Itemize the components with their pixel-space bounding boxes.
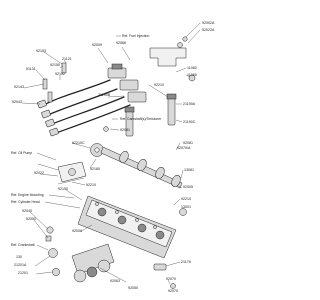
grommet [188, 74, 196, 82]
label-11065: 11065 [187, 73, 197, 77]
label-21178: 21178 [181, 260, 191, 264]
label-92152: 92152 [55, 72, 65, 76]
label-92002a: 92002A [202, 21, 215, 25]
label-92150: 92150 [50, 63, 60, 67]
label-92210c: 92210C [72, 141, 85, 145]
label-92009: 92009 [92, 43, 102, 47]
label-92081b: 92081 [183, 141, 193, 145]
reference-labels: Ref. Fuel Injection Ref. Camshaft(s)/Ten… [11, 34, 162, 251]
label-92081: 92081 [120, 128, 130, 132]
label-13001: 13001 [181, 205, 191, 209]
label-92040: 92040 [22, 209, 32, 213]
plug-wire-4 [55, 104, 131, 134]
bolt-left-top [61, 62, 67, 74]
crankshaft-assembly [71, 243, 115, 283]
plug-wire-3 [51, 96, 125, 125]
pickup-coil-cover [57, 161, 87, 185]
bolt-left-low [47, 91, 53, 103]
label-92210d: 92210 [86, 183, 96, 187]
sensor-assembly-left [45, 226, 60, 276]
label-13081: 13081 [184, 168, 194, 172]
plug-wire-1 [43, 79, 111, 106]
part-labels: 92002A 92022A 92009 92066 92153 21121 51… [12, 21, 215, 293]
ref-cylinder-head: Ref. Cylinder Head [11, 200, 40, 204]
label-92066: 92066 [116, 41, 126, 45]
plug-cap-4 [49, 127, 59, 137]
label-130: 130 [16, 255, 22, 259]
label-92153: 92153 [36, 49, 46, 53]
label-92063: 92063 [110, 279, 120, 283]
sensor-assembly-right [153, 208, 187, 289]
label-11060: 11060 [187, 66, 197, 70]
label-21201: 21201 [18, 271, 28, 275]
cylinder-head [77, 195, 177, 259]
camshaft-assembly [90, 143, 183, 189]
stick-coil-rear [166, 93, 177, 126]
ref-camshaft: Ref. Camshaft(s)/Tensioner [120, 117, 162, 121]
leader-lines [21, 22, 201, 285]
label-92050: 92050 [26, 217, 36, 221]
label-51131: 51131 [26, 67, 36, 71]
label-21121: 21121 [62, 57, 72, 61]
label-21190c: 21190C [183, 120, 196, 124]
ignition-coil [107, 63, 147, 103]
clamp [103, 126, 109, 132]
bolt-left-mid [42, 78, 48, 90]
label-92050b: 92050 [128, 286, 138, 290]
plug-cap-3 [45, 118, 55, 128]
label-92070c: 92070 [166, 277, 176, 281]
label-92070d: 92070 [168, 289, 178, 293]
label-21190b: 21190B [98, 93, 111, 97]
label-92180: 92180 [90, 167, 100, 171]
ref-oil-pump: Ref. Oil Pump [11, 151, 32, 155]
label-92009b: 92009 [72, 229, 82, 233]
label-92043: 92043 [12, 100, 22, 104]
stick-coil-front [124, 106, 135, 137]
label-21190a: 21190A [183, 102, 196, 106]
label-92150b: 92150 [58, 187, 68, 191]
plug-cap-1 [37, 99, 47, 109]
label-92022a: 92022A [202, 28, 215, 32]
ref-fuel-injection: Ref. Fuel Injection [122, 34, 149, 38]
plug-cap-2 [41, 109, 51, 119]
label-92143: 92143 [14, 85, 24, 89]
ref-engine-mounting: Ref. Engine Mounting [11, 193, 44, 197]
ignition-coil-group [37, 36, 196, 137]
parts-diagram: 92002A 92022A 92009 92066 92153 21121 51… [11, 21, 215, 293]
plug-wire-2 [47, 88, 118, 116]
ref-crankshaft: Ref. Crankshaft [11, 243, 35, 247]
label-92210b: 92210 [181, 197, 191, 201]
label-92070a: 92070/A [177, 146, 191, 150]
label-21201a: 21201A [14, 263, 27, 267]
label-92005: 92005 [183, 185, 193, 189]
coil-bracket [149, 36, 188, 67]
label-92210: 92210 [154, 83, 164, 87]
label-92022: 92022 [34, 171, 44, 175]
